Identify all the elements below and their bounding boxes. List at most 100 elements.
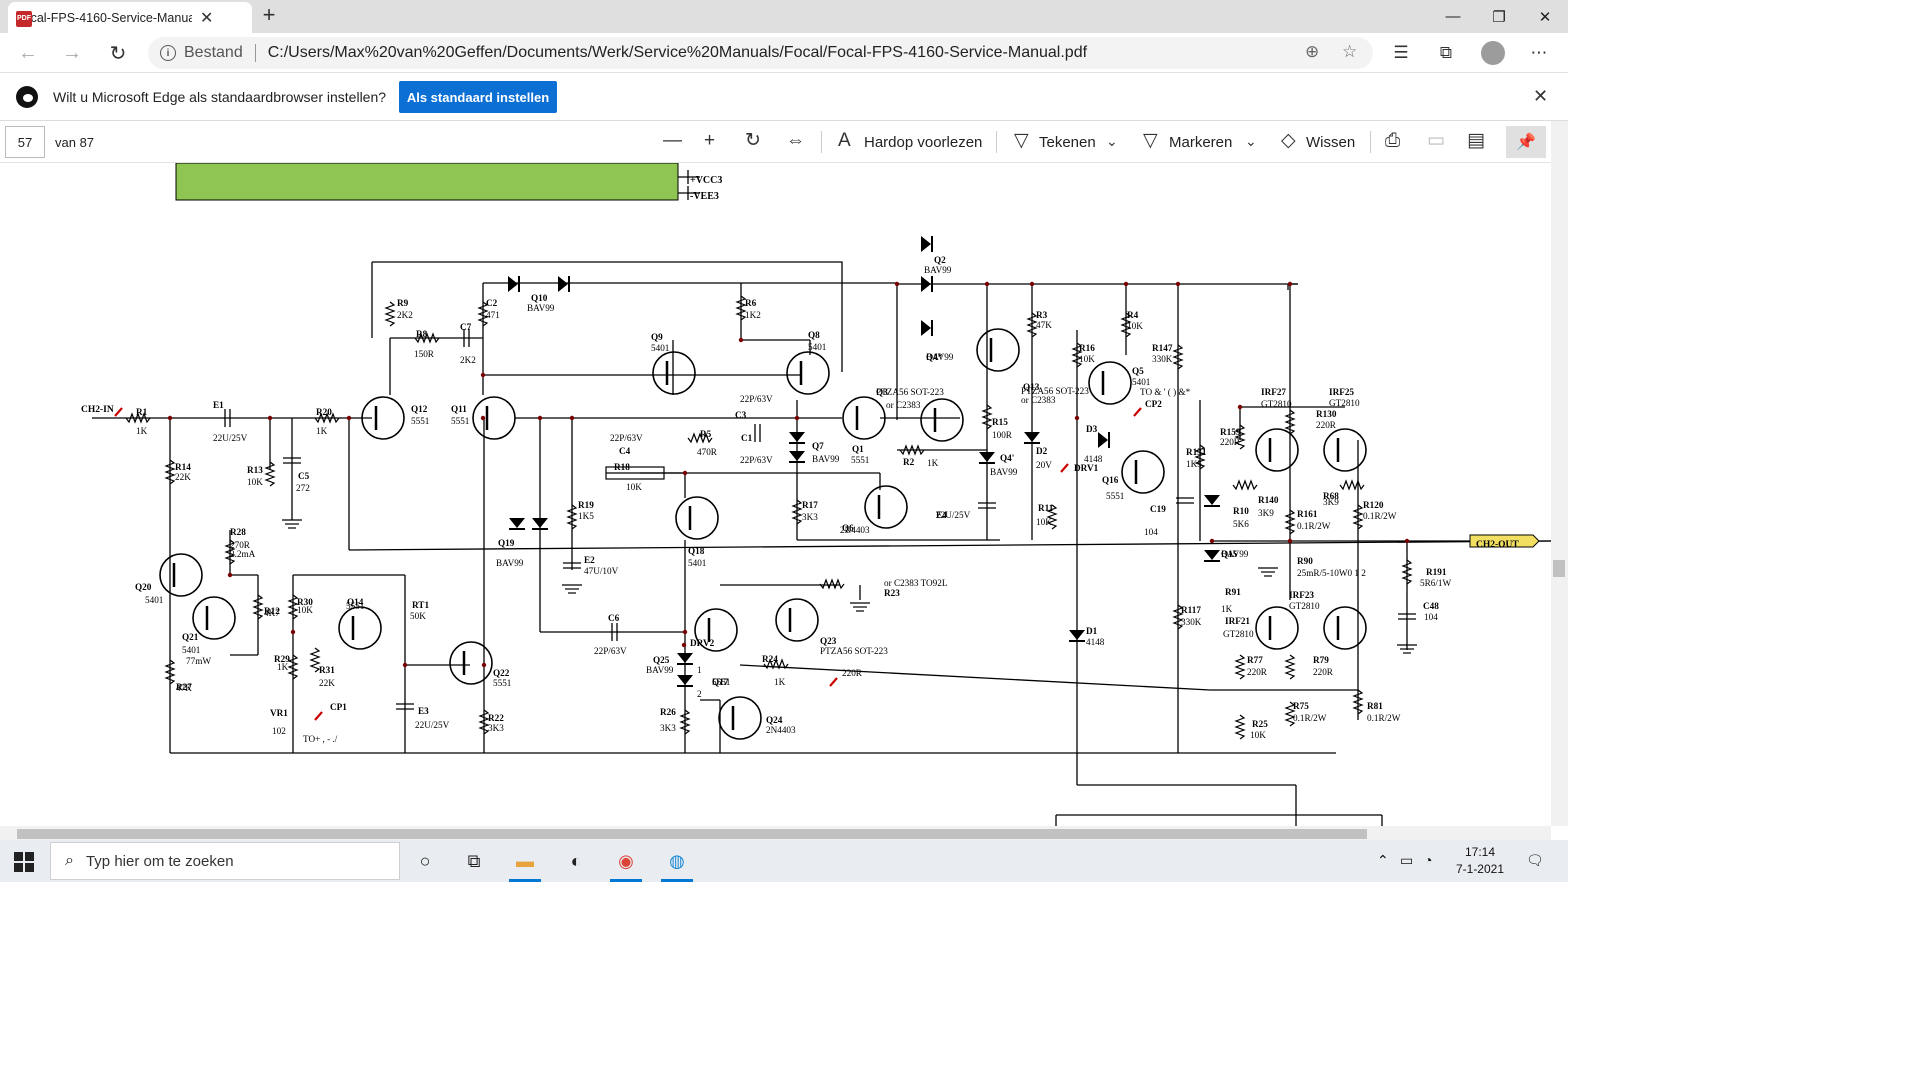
highlight-button[interactable]: Markeren: [1169, 134, 1233, 151]
schematic-label: 1K5: [1186, 459, 1202, 469]
maximize-button[interactable]: ❐: [1492, 8, 1506, 26]
clock[interactable]: 17:14 7-1-2021: [1450, 844, 1510, 878]
toolbar-divider: [821, 131, 822, 153]
diode-symbol: [677, 653, 693, 663]
url-text[interactable]: C:/Users/Max%20van%20Geffen/Documents/We…: [267, 44, 1088, 61]
resistor-symbol: [763, 658, 789, 670]
profile-avatar[interactable]: [1481, 41, 1505, 65]
app-icon[interactable]: ◐: [570, 850, 582, 871]
zoom-out-icon[interactable]: —: [663, 130, 682, 151]
schematic-label: 2K2: [460, 355, 476, 365]
schematic-label: R75: [1293, 701, 1309, 711]
junction-dot: [480, 415, 486, 421]
draw-icon[interactable]: ▽: [1014, 130, 1029, 151]
favorite-star-icon[interactable]: ☆: [1342, 42, 1358, 61]
junction-dot: [894, 281, 900, 287]
horizontal-scroll-thumb[interactable]: [17, 829, 1367, 839]
infobar-message: Wilt u Microsoft Edge als standaardbrows…: [53, 89, 387, 105]
schematic-label: R20: [316, 407, 332, 417]
battery-icon[interactable]: ▭: [1400, 852, 1414, 868]
schematic-label: D2: [1036, 446, 1048, 456]
file-explorer-icon[interactable]: ▬: [505, 844, 545, 882]
resistor-symbol: [314, 412, 340, 424]
schematic-label: or C2383: [886, 400, 921, 410]
junction-dot: [227, 572, 233, 578]
cortana-icon[interactable]: ○: [419, 850, 431, 871]
diode-symbol: [508, 276, 518, 292]
save-icon[interactable]: ▭: [1427, 130, 1445, 151]
read-aloud-icon[interactable]: A: [838, 130, 851, 151]
schematic-label: 5401: [688, 558, 707, 568]
schematic-label: 2K2: [397, 310, 413, 320]
schematic-label: Q9: [651, 332, 663, 342]
page-number-input[interactable]: 57: [5, 126, 45, 158]
pin-toolbar-icon[interactable]: 📌: [1506, 126, 1546, 158]
vertical-scroll-thumb[interactable]: [1553, 560, 1565, 577]
back-button[interactable]: ←: [18, 41, 38, 64]
highlight-options-chevron-icon[interactable]: ⌄: [1245, 133, 1257, 149]
vertical-scrollbar[interactable]: [1551, 121, 1568, 826]
tab-close-icon[interactable]: ✕: [200, 9, 214, 27]
save-as-icon[interactable]: ▤: [1467, 130, 1485, 151]
draw-button[interactable]: Tekenen: [1039, 134, 1096, 151]
address-bar[interactable]: i Bestand C:/Users/Max%20van%20Geffen/Do…: [148, 37, 1373, 69]
resistor-symbol: [1046, 504, 1058, 530]
output-tag-shape: [1469, 534, 1540, 548]
minimize-button[interactable]: —: [1445, 8, 1461, 25]
edge-logo-icon: [16, 86, 38, 108]
windows-start-icon[interactable]: [14, 852, 34, 872]
read-aloud-button[interactable]: Hardop voorlezen: [864, 134, 983, 151]
infobar-close-icon[interactable]: ✕: [1533, 86, 1549, 106]
schematic-label: TO & ' ( ) &*: [1140, 387, 1191, 397]
transistor-symbol: [1255, 606, 1299, 650]
more-menu-icon[interactable]: ⋯: [1530, 43, 1548, 62]
schematic-label: R131: [1186, 447, 1207, 457]
schematic-label: 1: [697, 665, 702, 675]
junction-dot: [1209, 538, 1215, 544]
close-window-button[interactable]: ✕: [1538, 8, 1552, 26]
zoom-icon[interactable]: ⊕: [1305, 42, 1320, 61]
schematic-label: R68: [1323, 491, 1339, 501]
resistor-symbol: [1284, 509, 1296, 535]
resistor-symbol: [224, 539, 236, 565]
schematic-label: C1: [741, 433, 753, 443]
info-icon[interactable]: i: [160, 45, 176, 61]
edge-taskbar-icon[interactable]: ◍: [657, 844, 697, 882]
tray-chevron-icon[interactable]: ⌃: [1377, 852, 1389, 868]
highlight-icon[interactable]: ▽: [1143, 130, 1158, 151]
resistor-symbol: [1234, 714, 1246, 740]
diode-symbol: [921, 276, 931, 292]
notifications-icon[interactable]: 🗨: [1526, 852, 1544, 868]
schematic-label: Q6: [842, 523, 854, 533]
transistor-symbol: [449, 641, 493, 685]
rotate-icon[interactable]: ↻: [745, 130, 761, 151]
resistor-symbol: [679, 709, 691, 735]
erase-button[interactable]: Wissen: [1306, 134, 1356, 151]
task-view-icon[interactable]: ⧉: [467, 850, 481, 871]
favorites-icon[interactable]: ☰: [1393, 43, 1409, 62]
resistor-symbol: [687, 432, 713, 444]
junction-dot: [1404, 538, 1410, 544]
print-icon[interactable]: ⎙: [1385, 130, 1401, 151]
set-default-button[interactable]: Als standaard instellen: [399, 81, 557, 113]
fit-page-icon[interactable]: ⇔: [786, 130, 805, 151]
schematic-label: R4: [1127, 310, 1139, 320]
browser-tab[interactable]: PDF Focal-FPS-4160-Service-Manual.pdf ✕: [8, 2, 252, 33]
schematic-label: R18: [614, 462, 630, 472]
collections-icon[interactable]: ⧉: [1439, 43, 1453, 62]
schematic-label: 5401: [182, 645, 201, 655]
eraser-icon[interactable]: ◇: [1281, 130, 1296, 151]
taskbar-search-box[interactable]: ⌕ Typ hier om te zoeken: [50, 842, 400, 880]
zoom-in-icon[interactable]: +: [704, 130, 716, 151]
draw-options-chevron-icon[interactable]: ⌄: [1106, 133, 1118, 149]
address-prefix: Bestand: [184, 44, 243, 61]
wifi-icon[interactable]: ◔: [1424, 852, 1433, 868]
new-tab-button[interactable]: +: [262, 2, 276, 27]
forward-button[interactable]: →: [62, 41, 82, 64]
refresh-button[interactable]: ↻: [109, 42, 127, 65]
chrome-icon[interactable]: ◉: [606, 844, 646, 882]
schematic-label: 0.1R/2W: [1363, 511, 1397, 521]
junction-dot: [1237, 404, 1243, 410]
schematic-label: C4: [619, 446, 631, 456]
